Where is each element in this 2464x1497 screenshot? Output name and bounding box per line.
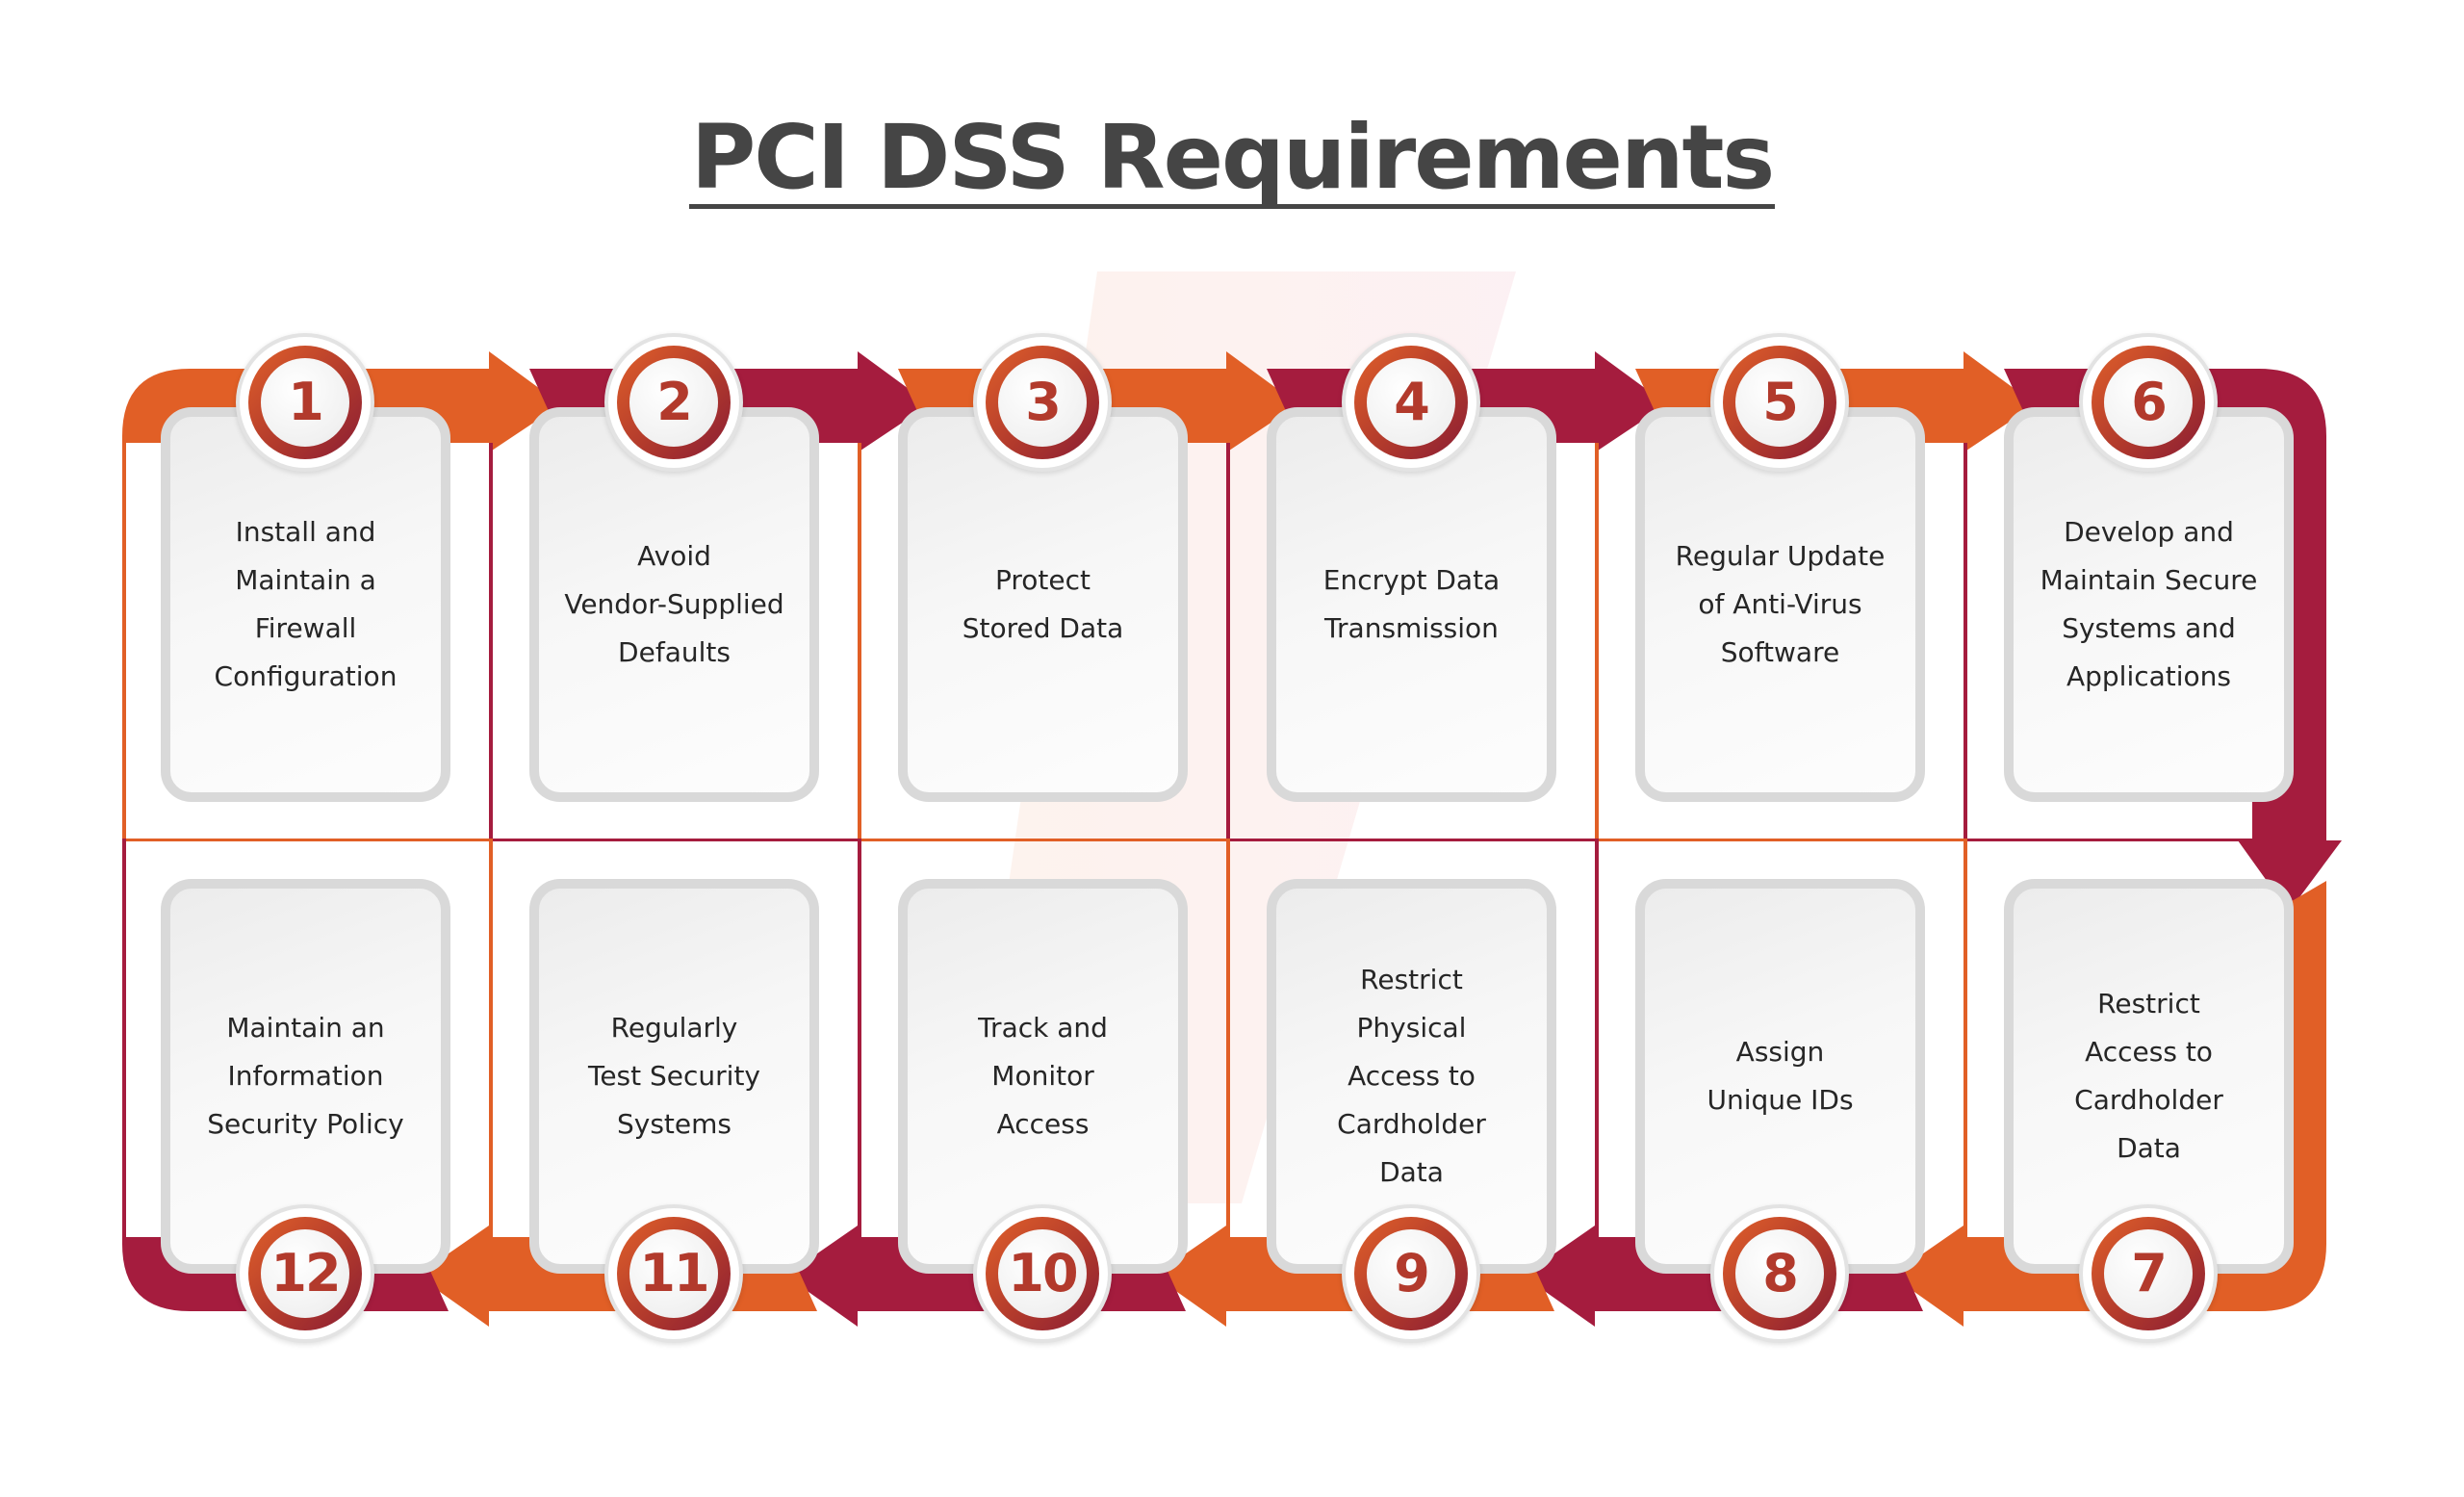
requirement-card-1: Install and Maintain a Firewall Configur… [161, 407, 450, 802]
badge-inner: 7 [2104, 1229, 2193, 1318]
requirement-label: Assign Unique IDs [1707, 1036, 1854, 1116]
number-badge-6: 6 [2079, 333, 2218, 472]
number-badge-12: 12 [236, 1204, 374, 1343]
badge-inner: 5 [1735, 358, 1824, 447]
badge-ring: 2 [617, 346, 731, 459]
badge-inner: 1 [261, 358, 349, 447]
number-badge-2: 2 [604, 333, 743, 472]
badge-inner: 6 [2104, 358, 2193, 447]
badge-ring: 7 [2092, 1217, 2205, 1330]
requirement-label: Regular Update of Anti-Virus Software [1675, 540, 1886, 668]
badge-ring: 6 [2092, 346, 2205, 459]
divider-top-3 [858, 443, 861, 839]
requirement-label: Develop and Maintain Secure Systems and … [2040, 516, 2258, 692]
requirement-card-4: Encrypt Data Transmission [1267, 407, 1556, 802]
requirement-number: 6 [2131, 372, 2168, 432]
requirement-number: 11 [639, 1243, 709, 1303]
badge-ring: 9 [1354, 1217, 1468, 1330]
midline-top-2 [489, 839, 858, 841]
badge-inner: 2 [629, 358, 718, 447]
divider-top-2 [489, 443, 493, 839]
divider-bottom-8 [1595, 839, 1599, 1237]
badge-ring: 5 [1723, 346, 1836, 459]
requirement-number: 3 [1025, 372, 1062, 432]
requirement-card-6: Develop and Maintain Secure Systems and … [2004, 407, 2294, 802]
requirement-label: Restrict Access to Cardholder Data [2074, 988, 2223, 1164]
requirement-number: 12 [270, 1243, 341, 1303]
number-badge-3: 3 [973, 333, 1112, 472]
badge-ring: 12 [248, 1217, 362, 1330]
requirement-number: 9 [1394, 1243, 1430, 1303]
badge-ring: 8 [1723, 1217, 1836, 1330]
requirement-label: Track and Monitor Access [978, 1012, 1108, 1140]
requirement-number: 1 [288, 372, 324, 432]
number-badge-11: 11 [604, 1204, 743, 1343]
requirement-card-5: Regular Update of Anti-Virus Software [1635, 407, 1925, 802]
requirement-number: 8 [1762, 1243, 1799, 1303]
requirement-number: 5 [1762, 372, 1799, 432]
left-edge-bottom [122, 839, 126, 1237]
requirement-label: Regularly Test Security Systems [587, 1012, 761, 1140]
divider-top-4 [1226, 443, 1230, 839]
requirement-label: Encrypt Data Transmission [1322, 564, 1501, 644]
requirement-number: 7 [2131, 1243, 2168, 1303]
requirement-label: Avoid Vendor-Supplied Defaults [564, 540, 784, 668]
requirement-label: Install and Maintain a Firewall Configur… [214, 516, 398, 692]
badge-ring: 4 [1354, 346, 1468, 459]
badge-inner: 10 [998, 1229, 1087, 1318]
midline-top-1 [122, 839, 489, 841]
divider-top-1 [122, 443, 126, 839]
divider-bottom-9 [1226, 839, 1230, 1237]
divider-bottom-10 [858, 839, 861, 1237]
requirement-label: Restrict Physical Access to Cardholder D… [1337, 964, 1486, 1188]
badge-inner: 8 [1735, 1229, 1824, 1318]
divider-bottom-7 [1964, 839, 1967, 1237]
grid-lines [122, 443, 2252, 1237]
number-badge-1: 1 [236, 333, 374, 472]
badge-inner: 9 [1367, 1229, 1455, 1318]
requirement-number: 2 [656, 372, 693, 432]
requirement-number: 10 [1008, 1243, 1078, 1303]
badge-ring: 11 [617, 1217, 731, 1330]
page-title: PCI DSS Requirements [688, 106, 1775, 209]
requirement-card-10: Track and Monitor Access [898, 879, 1188, 1274]
midline-top-6 [1964, 839, 2252, 841]
badge-ring: 3 [986, 346, 1099, 459]
badge-ring: 10 [986, 1217, 1099, 1330]
number-badge-9: 9 [1342, 1204, 1480, 1343]
number-badge-10: 10 [973, 1204, 1112, 1343]
divider-top-5 [1595, 443, 1599, 839]
number-badge-4: 4 [1342, 333, 1480, 472]
midline-top-5 [1595, 839, 1964, 841]
badge-inner: 12 [261, 1229, 349, 1318]
requirement-label: Protect Stored Data [962, 564, 1124, 644]
requirement-card-2: Avoid Vendor-Supplied Defaults [529, 407, 819, 802]
divider-bottom-11 [489, 839, 493, 1237]
divider-top-6 [1964, 443, 1967, 839]
midline-top-3 [858, 839, 1226, 841]
requirement-card-7: Restrict Access to Cardholder Data [2004, 879, 2294, 1274]
badge-inner: 11 [629, 1229, 718, 1318]
badge-ring: 1 [248, 346, 362, 459]
badge-inner: 3 [998, 358, 1087, 447]
requirement-label: Maintain an Information Security Policy [207, 1012, 404, 1140]
requirement-number: 4 [1394, 372, 1430, 432]
number-badge-5: 5 [1710, 333, 1849, 472]
number-badge-7: 7 [2079, 1204, 2218, 1343]
number-badge-8: 8 [1710, 1204, 1849, 1343]
title-container: PCI DSS Requirements [0, 114, 2464, 209]
midline-top-4 [1226, 839, 1595, 841]
badge-inner: 4 [1367, 358, 1455, 447]
